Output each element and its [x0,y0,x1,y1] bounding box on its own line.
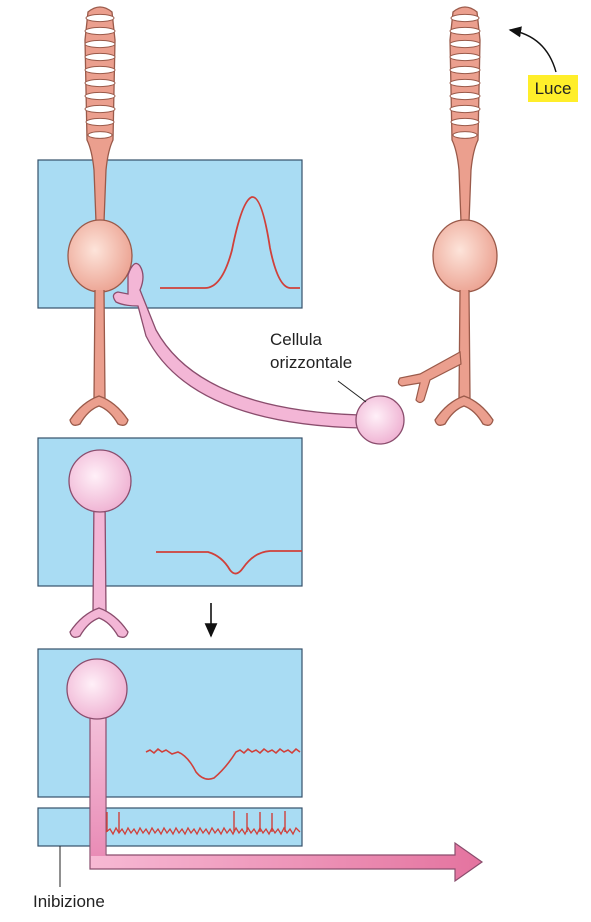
horizontal-cell-label-line1: Cellula [270,330,323,349]
light-label: Luce [535,79,572,98]
curved-arrow-icon [510,30,556,72]
horizontal-cell-label-line2: orizzontale [270,353,352,372]
inhibition-label: Inibizione [33,892,105,911]
photoreceptor-right [398,7,497,425]
horizontal-cell-pointer [338,381,366,402]
recording-box-spikes [38,808,302,846]
